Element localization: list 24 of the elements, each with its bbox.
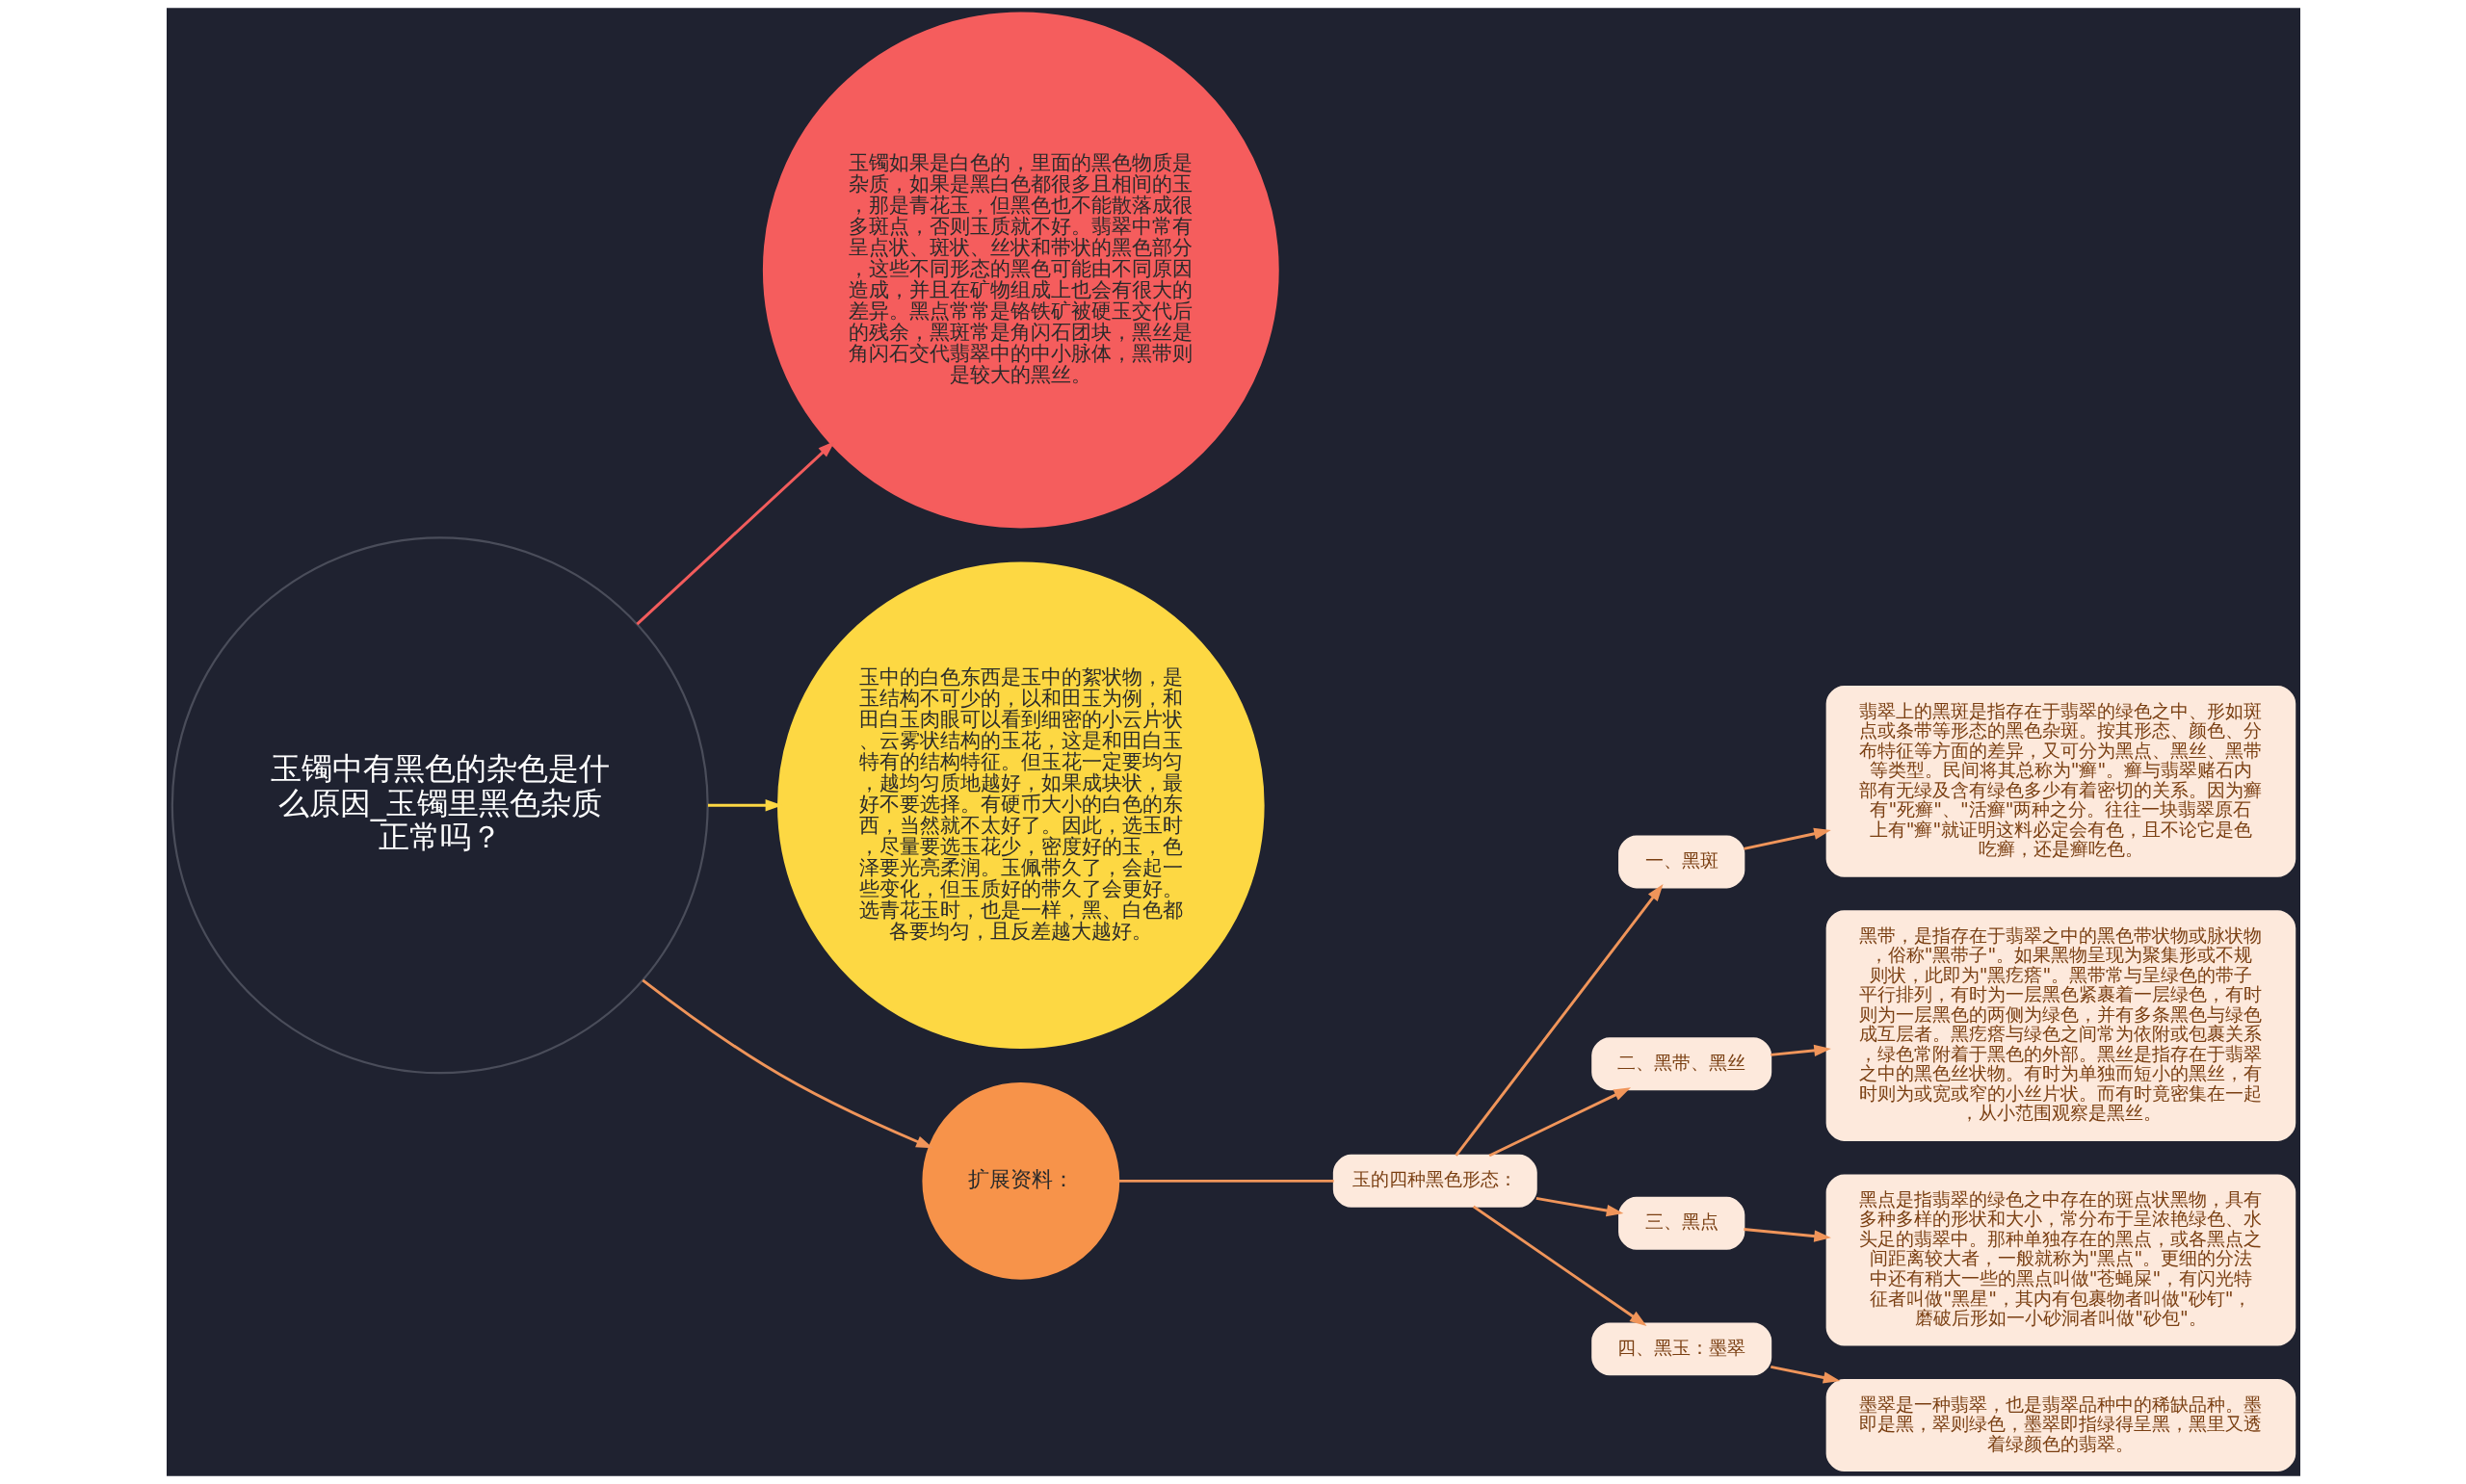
arrow [1535,1196,1623,1217]
arrow [1770,1044,1831,1056]
node-box: 玉的四种黑色形态： [1332,1154,1537,1208]
node-circle: 扩展资料： [921,1081,1119,1280]
node-box: 二、黑带、黑丝 [1590,1037,1771,1091]
arrow [1454,884,1664,1157]
node-box: 三、黑点 [1617,1196,1745,1250]
node-circle: 玉镯中有黑色的杂色是什么原因_玉镯里黑色杂质正常吗？ [171,536,709,1075]
arrow [641,978,933,1149]
arrow [1472,1205,1647,1326]
node-circle: 玉镯如果是白色的，里面的黑色物质是杂质，如果是黑白色都很多且相间的玉，那是青花玉，但黑色也不能散落成很多斑点，否则玉质就不好。翡翠中常有呈点状、斑状、丝状和带状的黑色部分，这些不同形态的黑色可能由不同原因造成，并且在矿物组成上也会有很大的差异。黑点常常是铬铁矿被硬玉交代后的残余，黑斑常是角闪石团块，黑丝是角闪石交代翡翠中的中小脉体，黑带则是较大的黑丝。 [762,12,1279,529]
node-circle: 玉中的白色东西是玉中的絮状物，是玉结构不可少的，以和田玉为例，和田白玉肉眼可以看到细密的小云片状、云雾状结构的玉花，这是和田白玉特有的结构特征。但玉花一定要均匀，越均匀质地越好，如果成块状，最好不要选择。有硬币大小的白色的东西，当然就不太好了。因此，选玉时，尽量要选玉花少，密度好的玉，色泽要光亮柔润。玉佩带久了，会起一些变化，但玉质好的带久了会更好。选青花玉时，也是一样，黑、白色都各要均匀，且反差越大越好。 [776,561,1265,1050]
arrow [1770,1365,1840,1384]
node-box: 四、黑玉：墨翠 [1590,1322,1771,1376]
node-box: 黑带，是指存在于翡翠之中的黑色带状物或脉状物，俗称"黑带子"。如果黑物呈现为聚集形或不规则状，此即为"黑疙瘩"。黑带常与呈绿色的带子平行排列，有时为一层黑色紧裹着一层绿色，有时则为一层黑色的两侧为绿色，并有多条黑色与绿色成互层者。黑疙瘩与绿色之间常为依附或包裹关系，绿色常附着于黑色的外部。黑丝是指存在于翡翠之中的黑色丝状物。有时为单独而短小的黑丝，有时则为或宽或窄的小丝片状。而有时竟密集在一起，从小范围观察是黑丝。 [1825,910,2295,1141]
node-box: 黑点是指翡翠的绿色之中存在的斑点状黑物，具有多种多样的形状和大小，常分布于呈浓艳绿色、水头足的翡翠中。那种单独存在的黑点，或各黑点之间距离较大者，一般就称为"黑点"。更细的分法中还有稍大一些的黑点叫做"苍蝇屎"，有闪光特征者叫做"黑星"，其内有包裹物者叫做"砂钉"，磨破后形如一小砂洞者叫做"砂包"。 [1825,1174,2295,1346]
arrow [1743,1228,1831,1242]
arrow [1488,1087,1631,1158]
node-box: 墨翠是一种翡翠，也是翡翠品种中的稀缺品种。墨即是黑，翠则绿色，墨翠即指绿得呈黑，黑里又透着绿颜色的翡翠。 [1825,1379,2295,1472]
node-box: 翡翠上的黑斑是指存在于翡翠的绿色之中、形如斑点或条带等形态的黑色杂斑。按其形态、颜色、分布特征等方面的差异，又可分为黑点、黑丝、黑带等类型。民间将其总称为"癣"。癣与翡翠赌石内部有无绿及含有绿色多少有着密切的关系。因为癣有"死癣"、"活癣"两种之分。往往一块翡翠原石上有"癣"就证明这料必定会有色，且不论它是色吃癣，还是癣吃色。 [1825,686,2295,877]
arrow [635,440,835,626]
arrow [1743,827,1831,850]
connector [1118,1179,1334,1183]
node-box: 一、黑斑 [1617,835,1745,889]
